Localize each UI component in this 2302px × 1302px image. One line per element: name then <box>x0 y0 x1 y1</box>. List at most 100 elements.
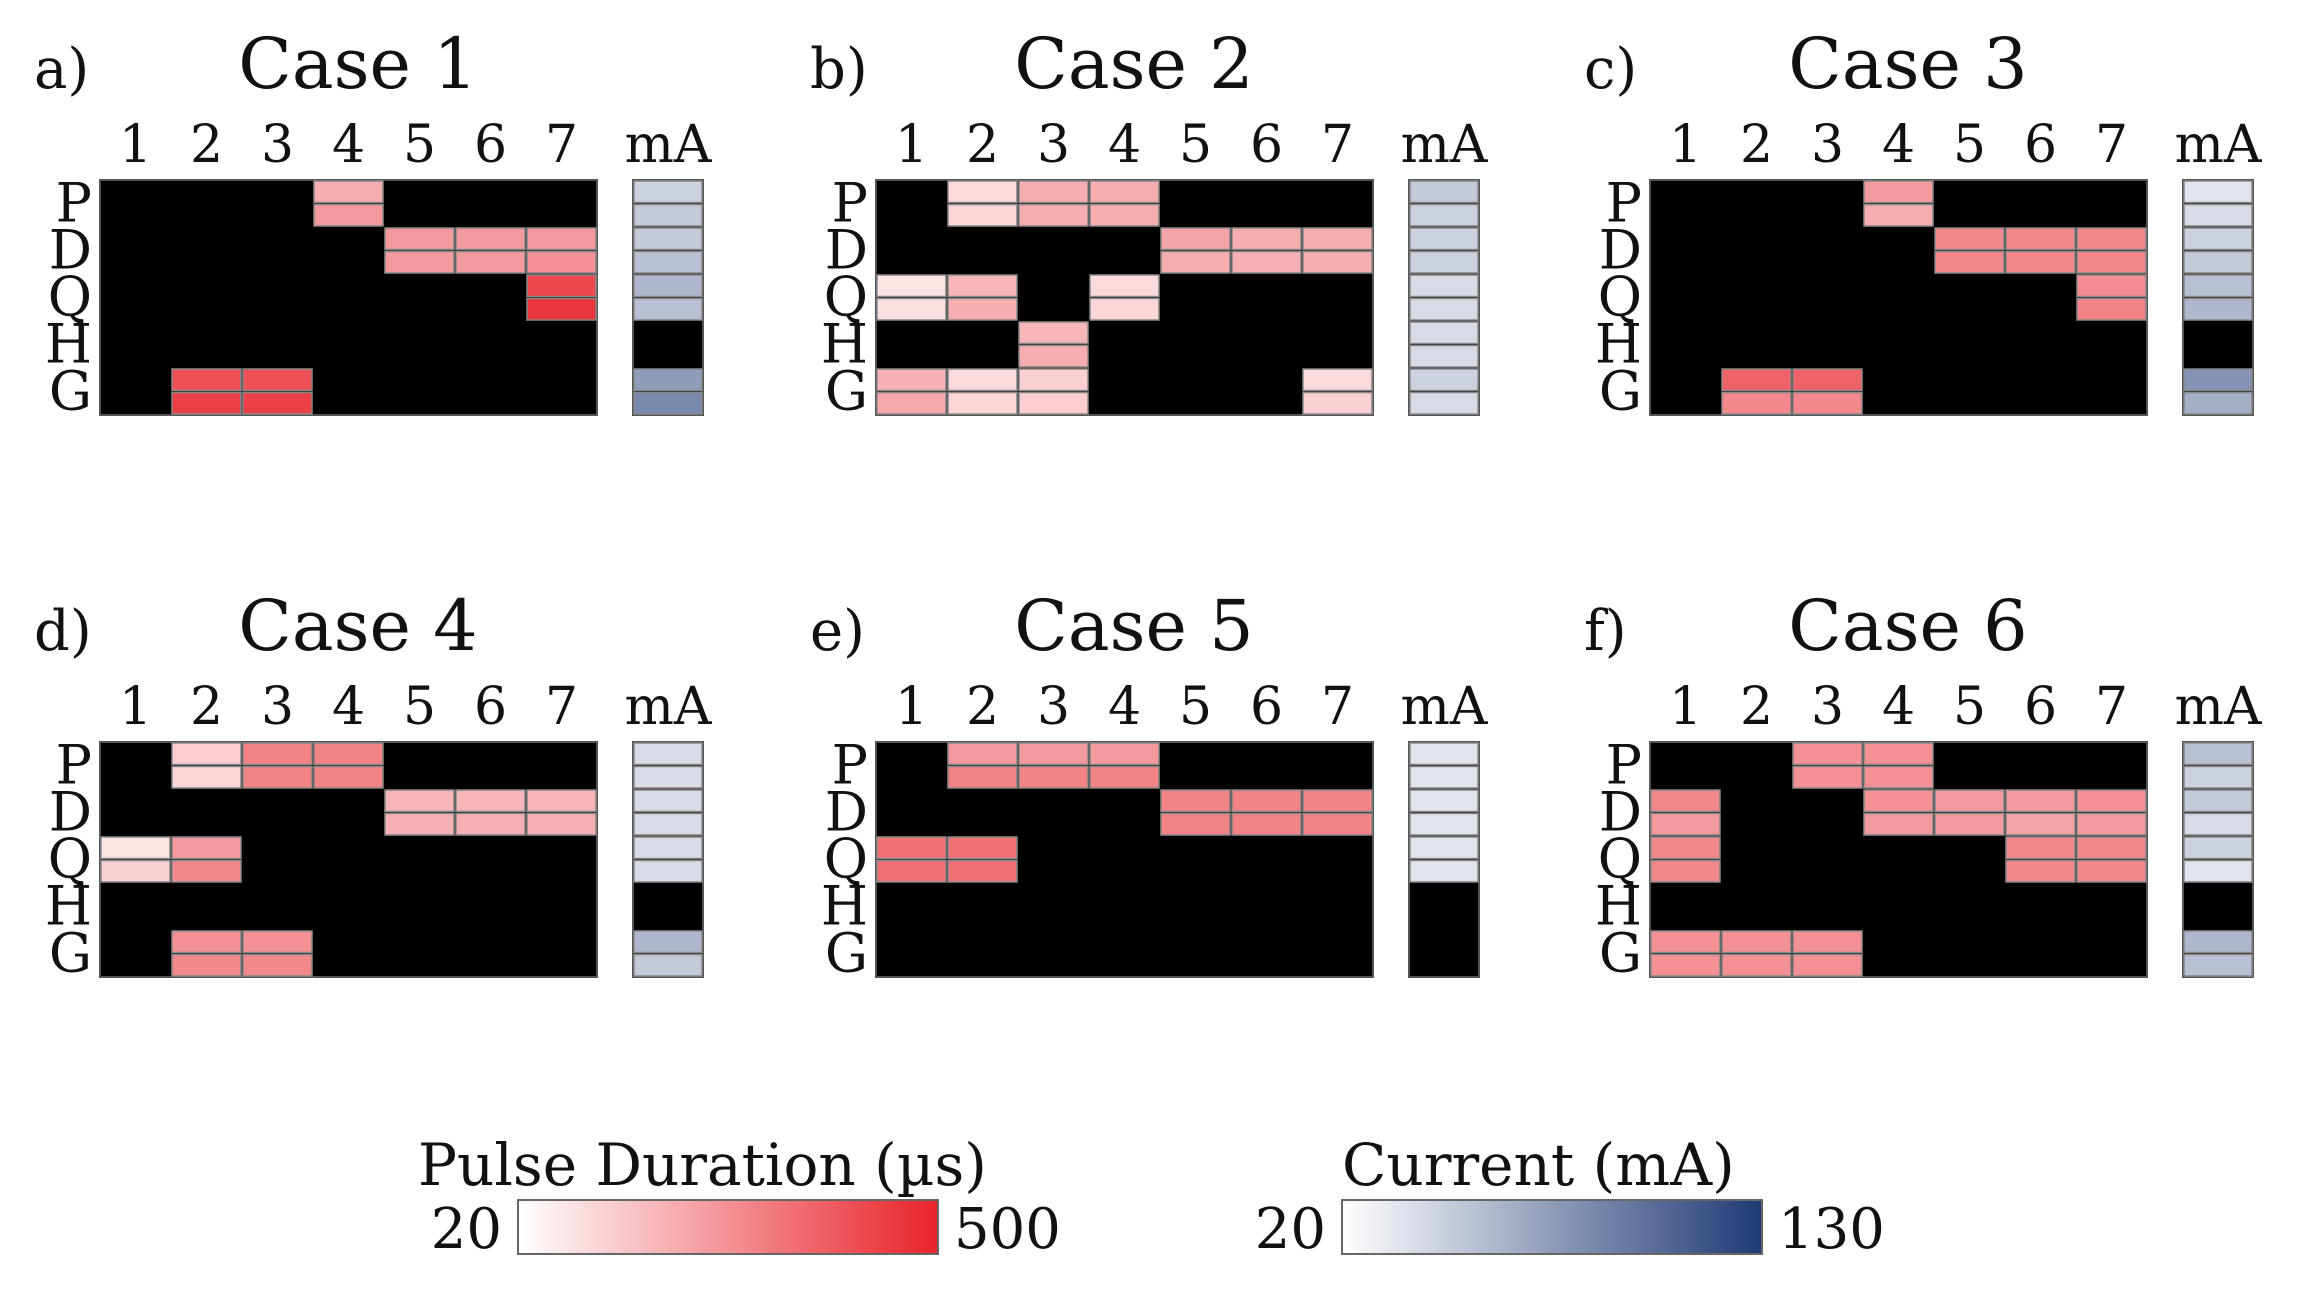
pulse-cell <box>876 274 947 298</box>
pulse-cell <box>1934 227 2005 251</box>
row-label: H <box>45 875 92 938</box>
current-cell <box>1409 859 1479 883</box>
column-label: 4 <box>1882 677 1915 737</box>
row-label: H <box>1595 875 1642 938</box>
row-label: P <box>832 172 868 235</box>
current-cell <box>1409 742 1479 766</box>
pulse-cell <box>100 859 171 883</box>
column-label: 5 <box>1953 115 1986 175</box>
column-label: 7 <box>1321 677 1354 737</box>
legend-min-label: 20 <box>1255 1197 1326 1262</box>
column-label: 6 <box>1250 115 1283 175</box>
row-label: P <box>56 734 92 797</box>
current-cell <box>2183 859 2253 883</box>
row-label: P <box>1606 172 1642 235</box>
current-cell <box>1409 368 1479 392</box>
row-label: G <box>1599 360 1642 423</box>
pulse-cell <box>455 227 526 251</box>
column-label: 1 <box>1669 677 1702 737</box>
current-bar-label: mA <box>1401 115 1489 175</box>
pulse-cell <box>2076 250 2147 274</box>
current-cell <box>633 953 703 977</box>
column-label: 2 <box>1740 115 1773 175</box>
pulse-cell <box>947 391 1018 415</box>
current-bar-label: mA <box>2175 115 2263 175</box>
pulse-cell <box>171 930 242 954</box>
pulse-cell <box>100 836 171 860</box>
current-cell <box>1409 344 1479 368</box>
pulse-cell <box>876 859 947 883</box>
current-cell <box>2183 368 2253 392</box>
row-label: D <box>49 219 92 282</box>
current-cell <box>2183 742 2253 766</box>
column-label: 4 <box>1108 677 1141 737</box>
row-label: D <box>825 219 868 282</box>
column-label: 5 <box>1953 677 1986 737</box>
current-cell <box>2183 391 2253 415</box>
pulse-cell <box>1160 227 1231 251</box>
column-label: 5 <box>1179 115 1212 175</box>
pulse-cell <box>526 297 597 321</box>
row-label: Q <box>48 266 92 329</box>
pulse-cell <box>2076 789 2147 813</box>
column-label: 3 <box>1037 677 1070 737</box>
pulse-cell <box>1792 765 1863 789</box>
pulse-cell <box>242 930 313 954</box>
column-label: 5 <box>1179 677 1212 737</box>
row-label: Q <box>824 828 868 891</box>
pulse-cell <box>1018 344 1089 368</box>
pulse-cell <box>1792 391 1863 415</box>
panel-label: b) <box>810 37 868 102</box>
pulse-cell <box>1721 953 1792 977</box>
pulse-cell <box>1231 227 1302 251</box>
column-label: 4 <box>332 115 365 175</box>
current-cell <box>633 859 703 883</box>
pulse-cell <box>1792 368 1863 392</box>
panel-label: d) <box>34 599 92 664</box>
pulse-cell <box>2076 836 2147 860</box>
current-cell <box>633 297 703 321</box>
pulse-cell <box>1089 297 1160 321</box>
pulse-cell <box>1231 250 1302 274</box>
row-label: H <box>821 313 868 376</box>
pulse-cell <box>384 250 455 274</box>
pulse-cell <box>313 742 384 766</box>
column-label: 4 <box>332 677 365 737</box>
pulse-cell <box>171 391 242 415</box>
pulse-cell <box>313 180 384 204</box>
pulse-cell <box>1302 227 1373 251</box>
current-cell <box>633 227 703 251</box>
panel-title: Case 4 <box>238 585 477 667</box>
pulse-cell <box>2005 789 2076 813</box>
pulse-cell <box>1018 368 1089 392</box>
pulse-cell <box>876 836 947 860</box>
pulse-cell <box>1650 930 1721 954</box>
pulse-cell <box>171 765 242 789</box>
pulse-cell <box>1721 930 1792 954</box>
column-label: 3 <box>1037 115 1070 175</box>
row-label: D <box>49 781 92 844</box>
current-cell <box>1409 321 1479 345</box>
pulse-cell <box>947 180 1018 204</box>
pulse-cell <box>1018 180 1089 204</box>
column-label: 2 <box>190 677 223 737</box>
pulse-cell <box>1089 765 1160 789</box>
pulse-cell <box>876 297 947 321</box>
pulse-cell <box>2076 227 2147 251</box>
legend-max-label: 130 <box>1778 1197 1885 1262</box>
column-label: 5 <box>403 677 436 737</box>
column-label: 2 <box>1740 677 1773 737</box>
pulse-cell <box>1934 812 2005 836</box>
pulse-cell <box>171 953 242 977</box>
pulse-cell <box>384 789 455 813</box>
current-cell <box>633 789 703 813</box>
pulse-cell <box>242 391 313 415</box>
column-label: 3 <box>1811 115 1844 175</box>
current-cell <box>633 274 703 298</box>
pulse-cell <box>2005 859 2076 883</box>
column-label: 1 <box>119 677 152 737</box>
panel-title: Case 2 <box>1014 23 1253 105</box>
panel-label: a) <box>34 37 89 102</box>
legend-title: Pulse Duration (µs) <box>418 1131 987 1199</box>
